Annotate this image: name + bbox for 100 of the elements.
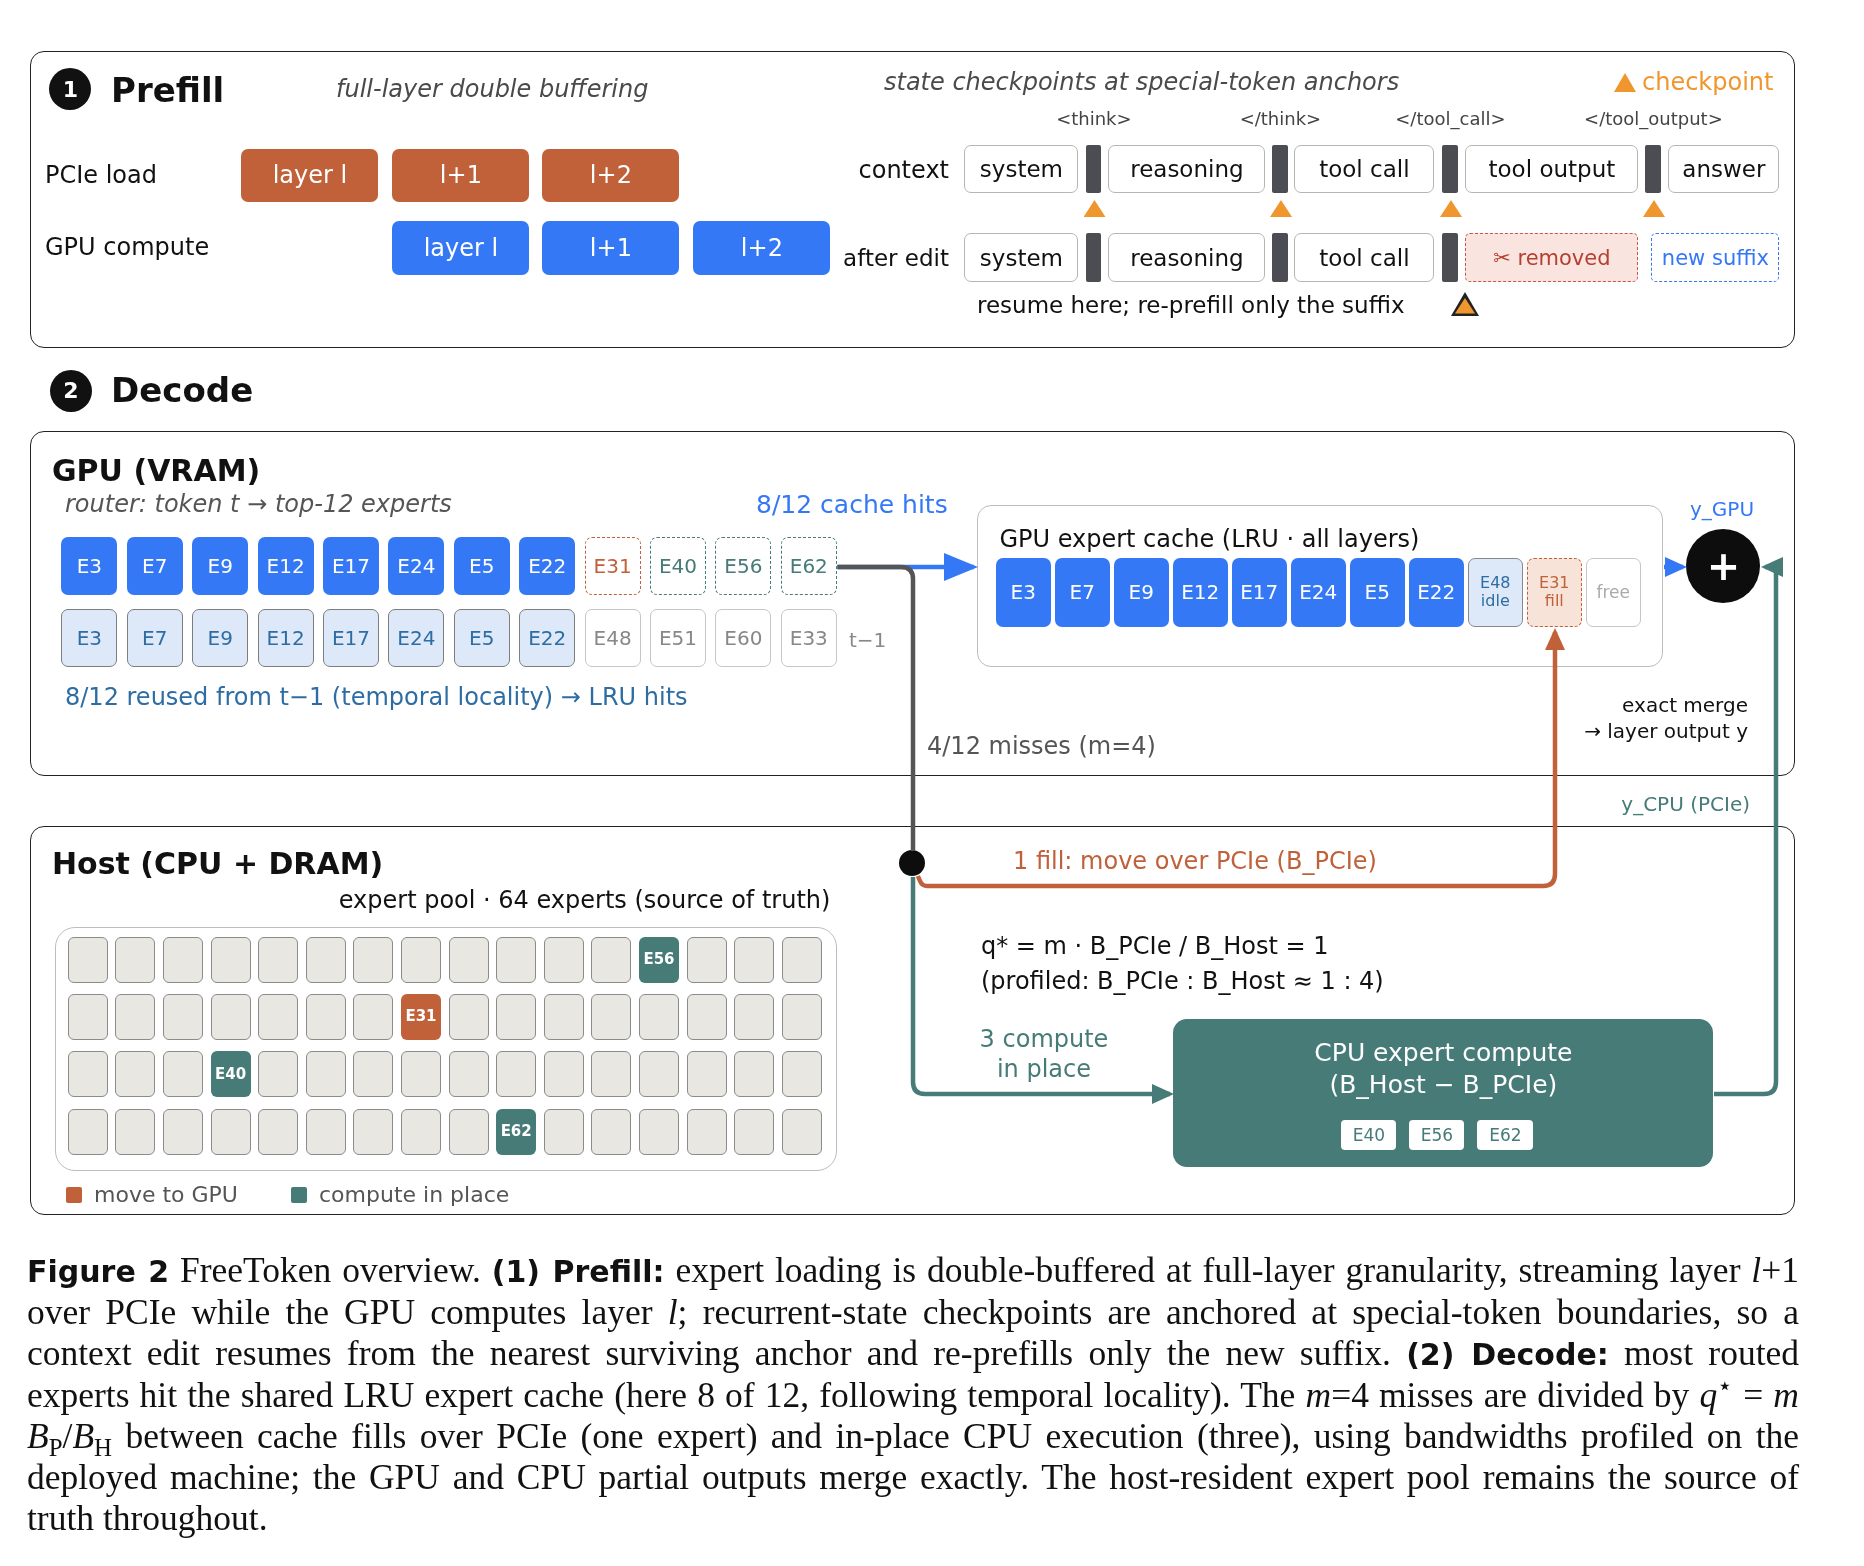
pool-slot [543, 1108, 584, 1155]
step-badge [50, 370, 92, 412]
pool-slot [686, 1108, 727, 1155]
pool-slot [115, 994, 156, 1041]
pool-slot [781, 1108, 822, 1155]
arrow [915, 628, 1565, 889]
token-segment [1108, 233, 1266, 283]
expert-label: E33 [789, 626, 828, 650]
subtitle: state checkpoints at special-token anchors [884, 69, 1400, 97]
compute-box [1173, 1019, 1714, 1168]
expert-tile [519, 609, 576, 668]
expert-label: E31 [405, 1008, 437, 1026]
pool-slot [734, 1108, 775, 1155]
row-label: GPU compute [45, 234, 210, 262]
pool-slot [210, 1051, 251, 1098]
expert-tile [650, 609, 706, 668]
expert-label: E24 [1299, 580, 1338, 604]
expert-label: E40 [658, 554, 698, 578]
formula-note: (profiled: B_PCIe : B_Host ≈ 1 : 4) [981, 968, 1384, 996]
pool-slot [258, 994, 299, 1041]
compute-block [542, 221, 680, 276]
token-segment [1294, 233, 1435, 283]
cache-slot [1585, 557, 1641, 627]
merge-note: → layer output y [1584, 719, 1748, 743]
pool-slot [448, 936, 489, 983]
anchor-bar [1086, 233, 1102, 283]
badge-number: 2 [63, 378, 79, 404]
expert-chip [1477, 1120, 1534, 1151]
expert-tile [61, 537, 118, 596]
section-panel [30, 51, 1795, 348]
segment-label: reasoning [1130, 156, 1244, 183]
pool-title: expert pool · 64 experts (source of truth) [338, 887, 831, 915]
expert-label: E9 [207, 626, 233, 650]
pool-slot [163, 1108, 203, 1155]
expert-tile [584, 609, 641, 668]
pool-slot [686, 994, 727, 1041]
pool-slot [258, 936, 299, 983]
expert-tile [584, 537, 641, 596]
pool-slot [353, 994, 394, 1041]
row-label: PCIe load [45, 162, 157, 190]
pool-slot [639, 994, 679, 1041]
expert-tile [323, 609, 379, 668]
pool-slot [353, 1051, 394, 1098]
pool-slot [258, 1108, 299, 1155]
pool-slot [305, 994, 346, 1041]
expert-label: E40 [215, 1065, 247, 1083]
expert-tile [257, 537, 314, 596]
removed-segment [1465, 233, 1639, 283]
load-block [241, 149, 379, 203]
expert-tile [323, 537, 379, 596]
expert-label: E17 [331, 554, 371, 578]
cache-title: GPU expert cache (LRU · all layers) [999, 526, 1420, 554]
pool-slot [591, 936, 632, 983]
expert-label: E24 [397, 554, 436, 578]
expert-label: E7 [142, 554, 168, 578]
pool-slot [543, 994, 584, 1041]
expert-label: E22 [528, 554, 567, 578]
pool-slot [496, 1051, 537, 1098]
row-label: t−1 [849, 628, 887, 652]
expert-tile [453, 537, 510, 596]
pool-slot [401, 1051, 441, 1098]
expert-tile [715, 537, 772, 596]
expert-label: E51 [658, 626, 698, 650]
pool-slot [401, 936, 441, 983]
expert-label: E7 [1069, 580, 1095, 604]
expert-tile [192, 537, 249, 596]
expert-tile [388, 537, 445, 596]
pool-slot [115, 936, 156, 983]
pool-slot [210, 994, 251, 1041]
pool-slot [591, 994, 632, 1041]
pool-slot [639, 936, 679, 983]
cache-slot [1054, 557, 1110, 627]
cache-slot [995, 557, 1051, 627]
formula: q* = m · B_PCIe / B_Host = 1 [981, 933, 1329, 961]
edge-label: 4/12 misses (m=4) [927, 733, 1156, 761]
expert-label: E24 [397, 626, 436, 650]
segment-label: ✂ removed [1493, 245, 1611, 270]
annotation: resume here; re-prefill only the suffix [977, 291, 1405, 319]
expert-label: E5 [1364, 580, 1390, 604]
expert-label: E48 idle [1479, 573, 1512, 611]
tag-label: </tool_output> [1584, 109, 1723, 131]
edge-label: y_CPU (PCIe) [1621, 792, 1750, 816]
expert-tile [192, 609, 249, 668]
pool-slot [734, 936, 775, 983]
pool-slot [305, 936, 346, 983]
segment-label: tool output [1488, 156, 1616, 183]
plus-sign: + [1706, 546, 1741, 587]
token-segment [1294, 145, 1435, 194]
cache-slot [1526, 557, 1582, 627]
expert-label: E48 [593, 626, 632, 650]
cache-slot [1349, 557, 1405, 627]
compute-title: CPU expert compute (B_Host − B_PCIe) [1313, 1037, 1574, 1102]
expert-label: E5 [469, 554, 495, 578]
expert-tile [650, 537, 706, 596]
segment-label: tool call [1319, 156, 1410, 183]
pool-slot [163, 1051, 203, 1098]
pool-slot [163, 936, 203, 983]
cache-slot [1467, 557, 1523, 627]
expert-label: E9 [1128, 580, 1154, 604]
merge-note: exact merge [1622, 693, 1748, 717]
